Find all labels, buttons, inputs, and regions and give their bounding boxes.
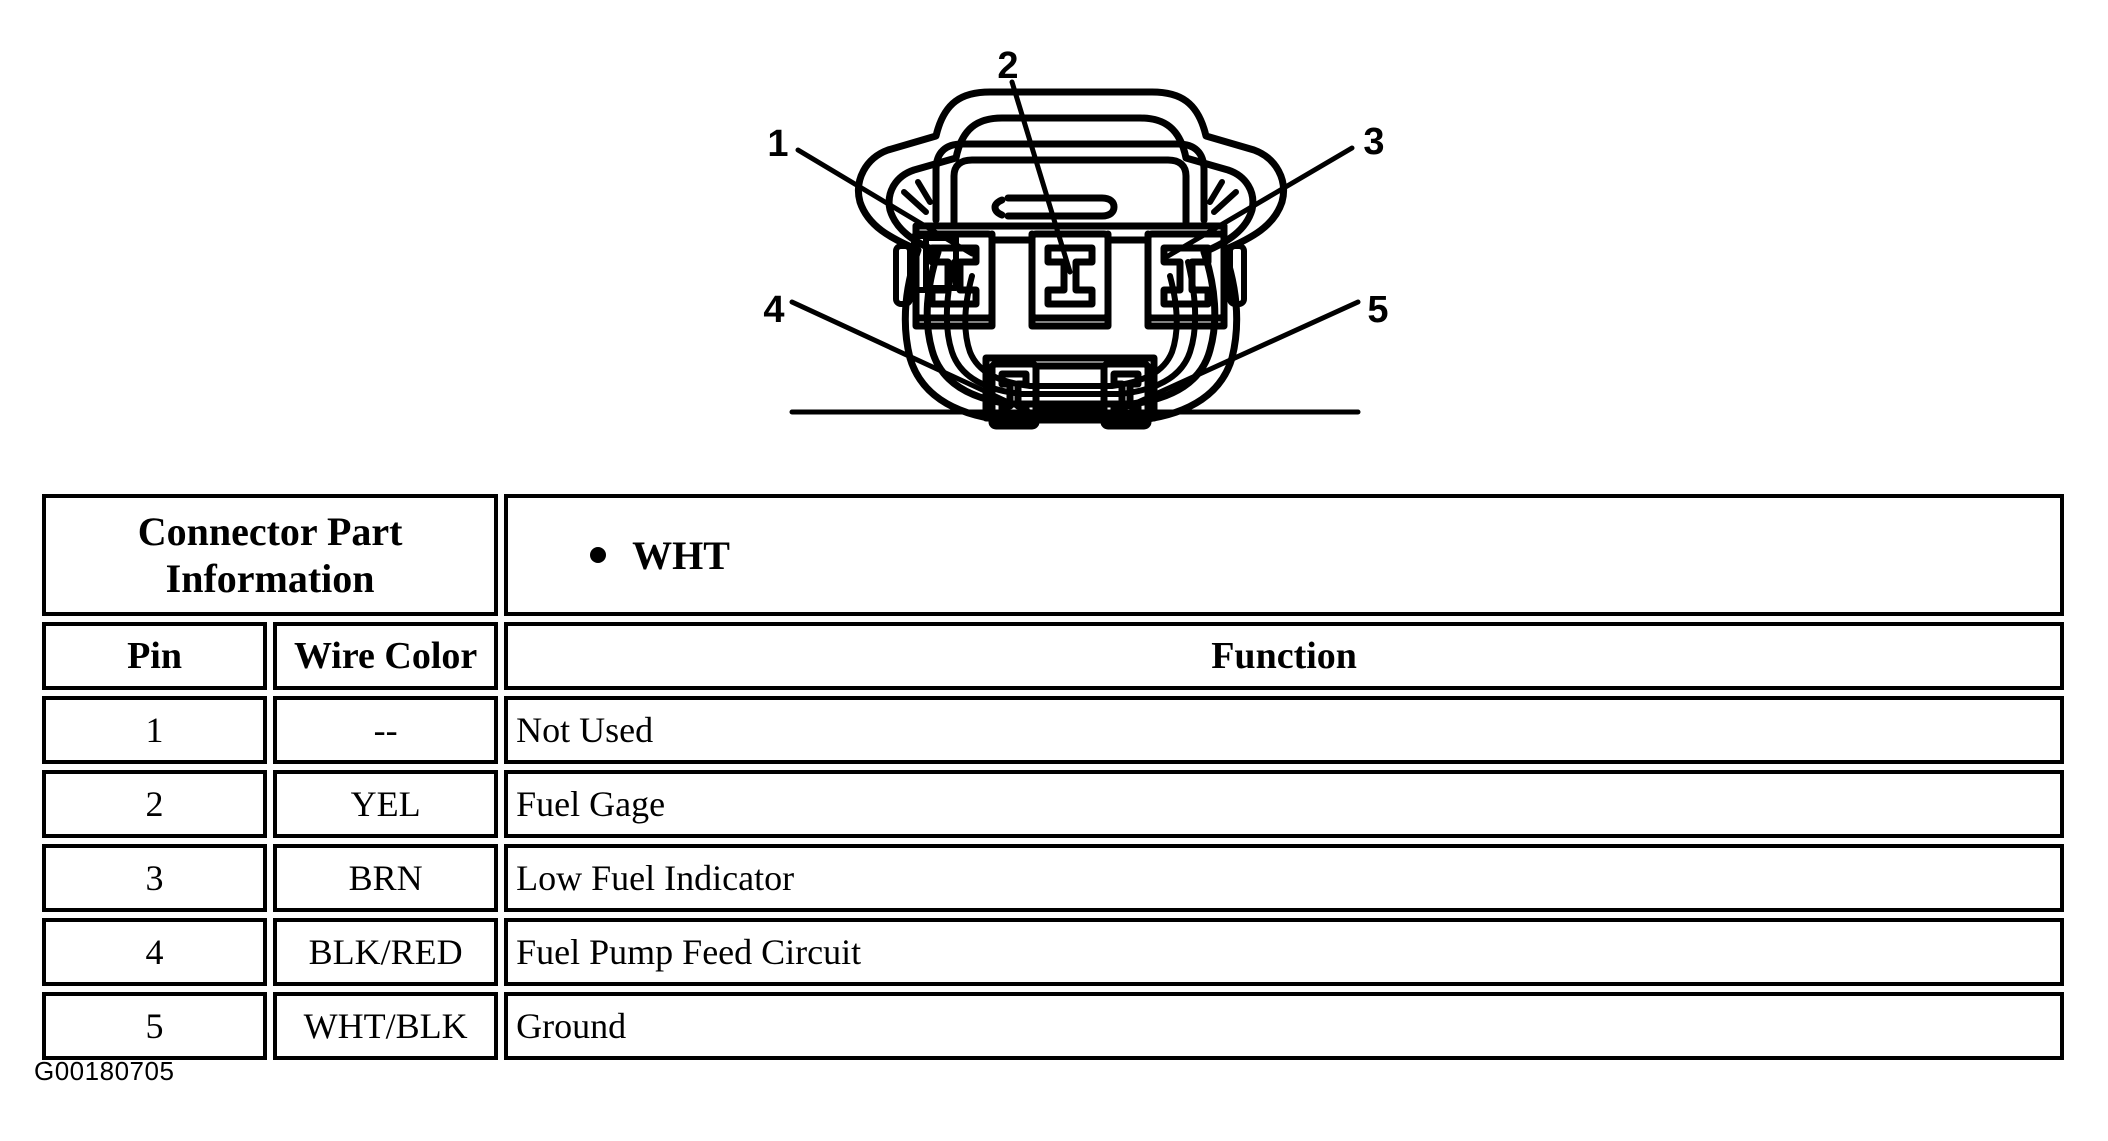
cell-function: Fuel Gage (504, 770, 2064, 838)
cell-pin: 2 (42, 770, 268, 838)
table-row-title: Connector Part Information WHT (42, 494, 2064, 616)
connector-diagram: 1 2 3 4 5 (740, 40, 1400, 460)
upper-row-side-rails (893, 243, 1247, 307)
bullet-icon (590, 546, 607, 563)
figure-code-label: G00180705 (34, 1056, 175, 1086)
upper-row-frame (912, 222, 1228, 330)
table-row: 1 -- Not Used (42, 696, 2064, 764)
leader-line-pin-4 (789, 299, 1033, 415)
column-header-pin: Pin (42, 622, 268, 690)
column-header-function: Function (504, 622, 2064, 690)
cell-wire-color: WHT/BLK (273, 992, 499, 1060)
table-row: 5 WHT/BLK Ground (42, 992, 2064, 1060)
connector-shell-outline (855, 88, 1287, 424)
shell-shoulder-notches (901, 179, 1239, 215)
table-row: 3 BRN Low Fuel Indicator (42, 844, 2064, 912)
callout-label-2: 2 (997, 45, 1018, 87)
cell-function: Fuel Pump Feed Circuit (504, 918, 2064, 986)
callout-label-4: 4 (763, 289, 784, 331)
connector-shell-inner-contour (885, 114, 1257, 408)
leader-line-pin-1 (795, 147, 975, 257)
table-row: 4 BLK/RED Fuel Pump Feed Circuit (42, 918, 2064, 986)
connector-pinout-table: Connector Part Information WHT Pin Wire … (36, 488, 2070, 1066)
cell-pin: 5 (42, 992, 268, 1060)
connector-latch-tab (932, 140, 1208, 226)
cell-function: Ground (504, 992, 2064, 1060)
cell-wire-color: BLK/RED (273, 918, 499, 986)
column-header-wire-color: Wire Color (273, 622, 499, 690)
cell-function: Not Used (504, 696, 2064, 764)
callout-label-1: 1 (767, 123, 788, 165)
part-note-label: WHT (632, 532, 730, 578)
leader-line-pin-5 (1113, 299, 1361, 415)
cell-wire-color: BRN (273, 844, 499, 912)
callout-leader-lines (789, 79, 1361, 415)
cell-pin: 3 (42, 844, 268, 912)
part-note-cell: WHT (504, 494, 2064, 616)
callout-label-5: 5 (1367, 289, 1388, 331)
leader-line-pin-2 (1009, 79, 1073, 275)
terminal-cavity-pin-2 (1028, 230, 1112, 322)
cell-wire-color: -- (273, 696, 499, 764)
callout-label-3: 3 (1363, 121, 1384, 163)
latch-slot-icon (991, 194, 1118, 220)
cell-function: Low Fuel Indicator (504, 844, 2064, 912)
cell-wire-color: YEL (273, 770, 499, 838)
connector-part-information-title: Connector Part Information (42, 494, 499, 616)
table-row: 2 YEL Fuel Gage (42, 770, 2064, 838)
table-row-headers: Pin Wire Color Function (42, 622, 2064, 690)
leader-line-pin-3 (1165, 145, 1355, 259)
cell-pin: 1 (42, 696, 268, 764)
connector-shell-skirt-contour (943, 259, 1199, 397)
cell-pin: 4 (42, 918, 268, 986)
